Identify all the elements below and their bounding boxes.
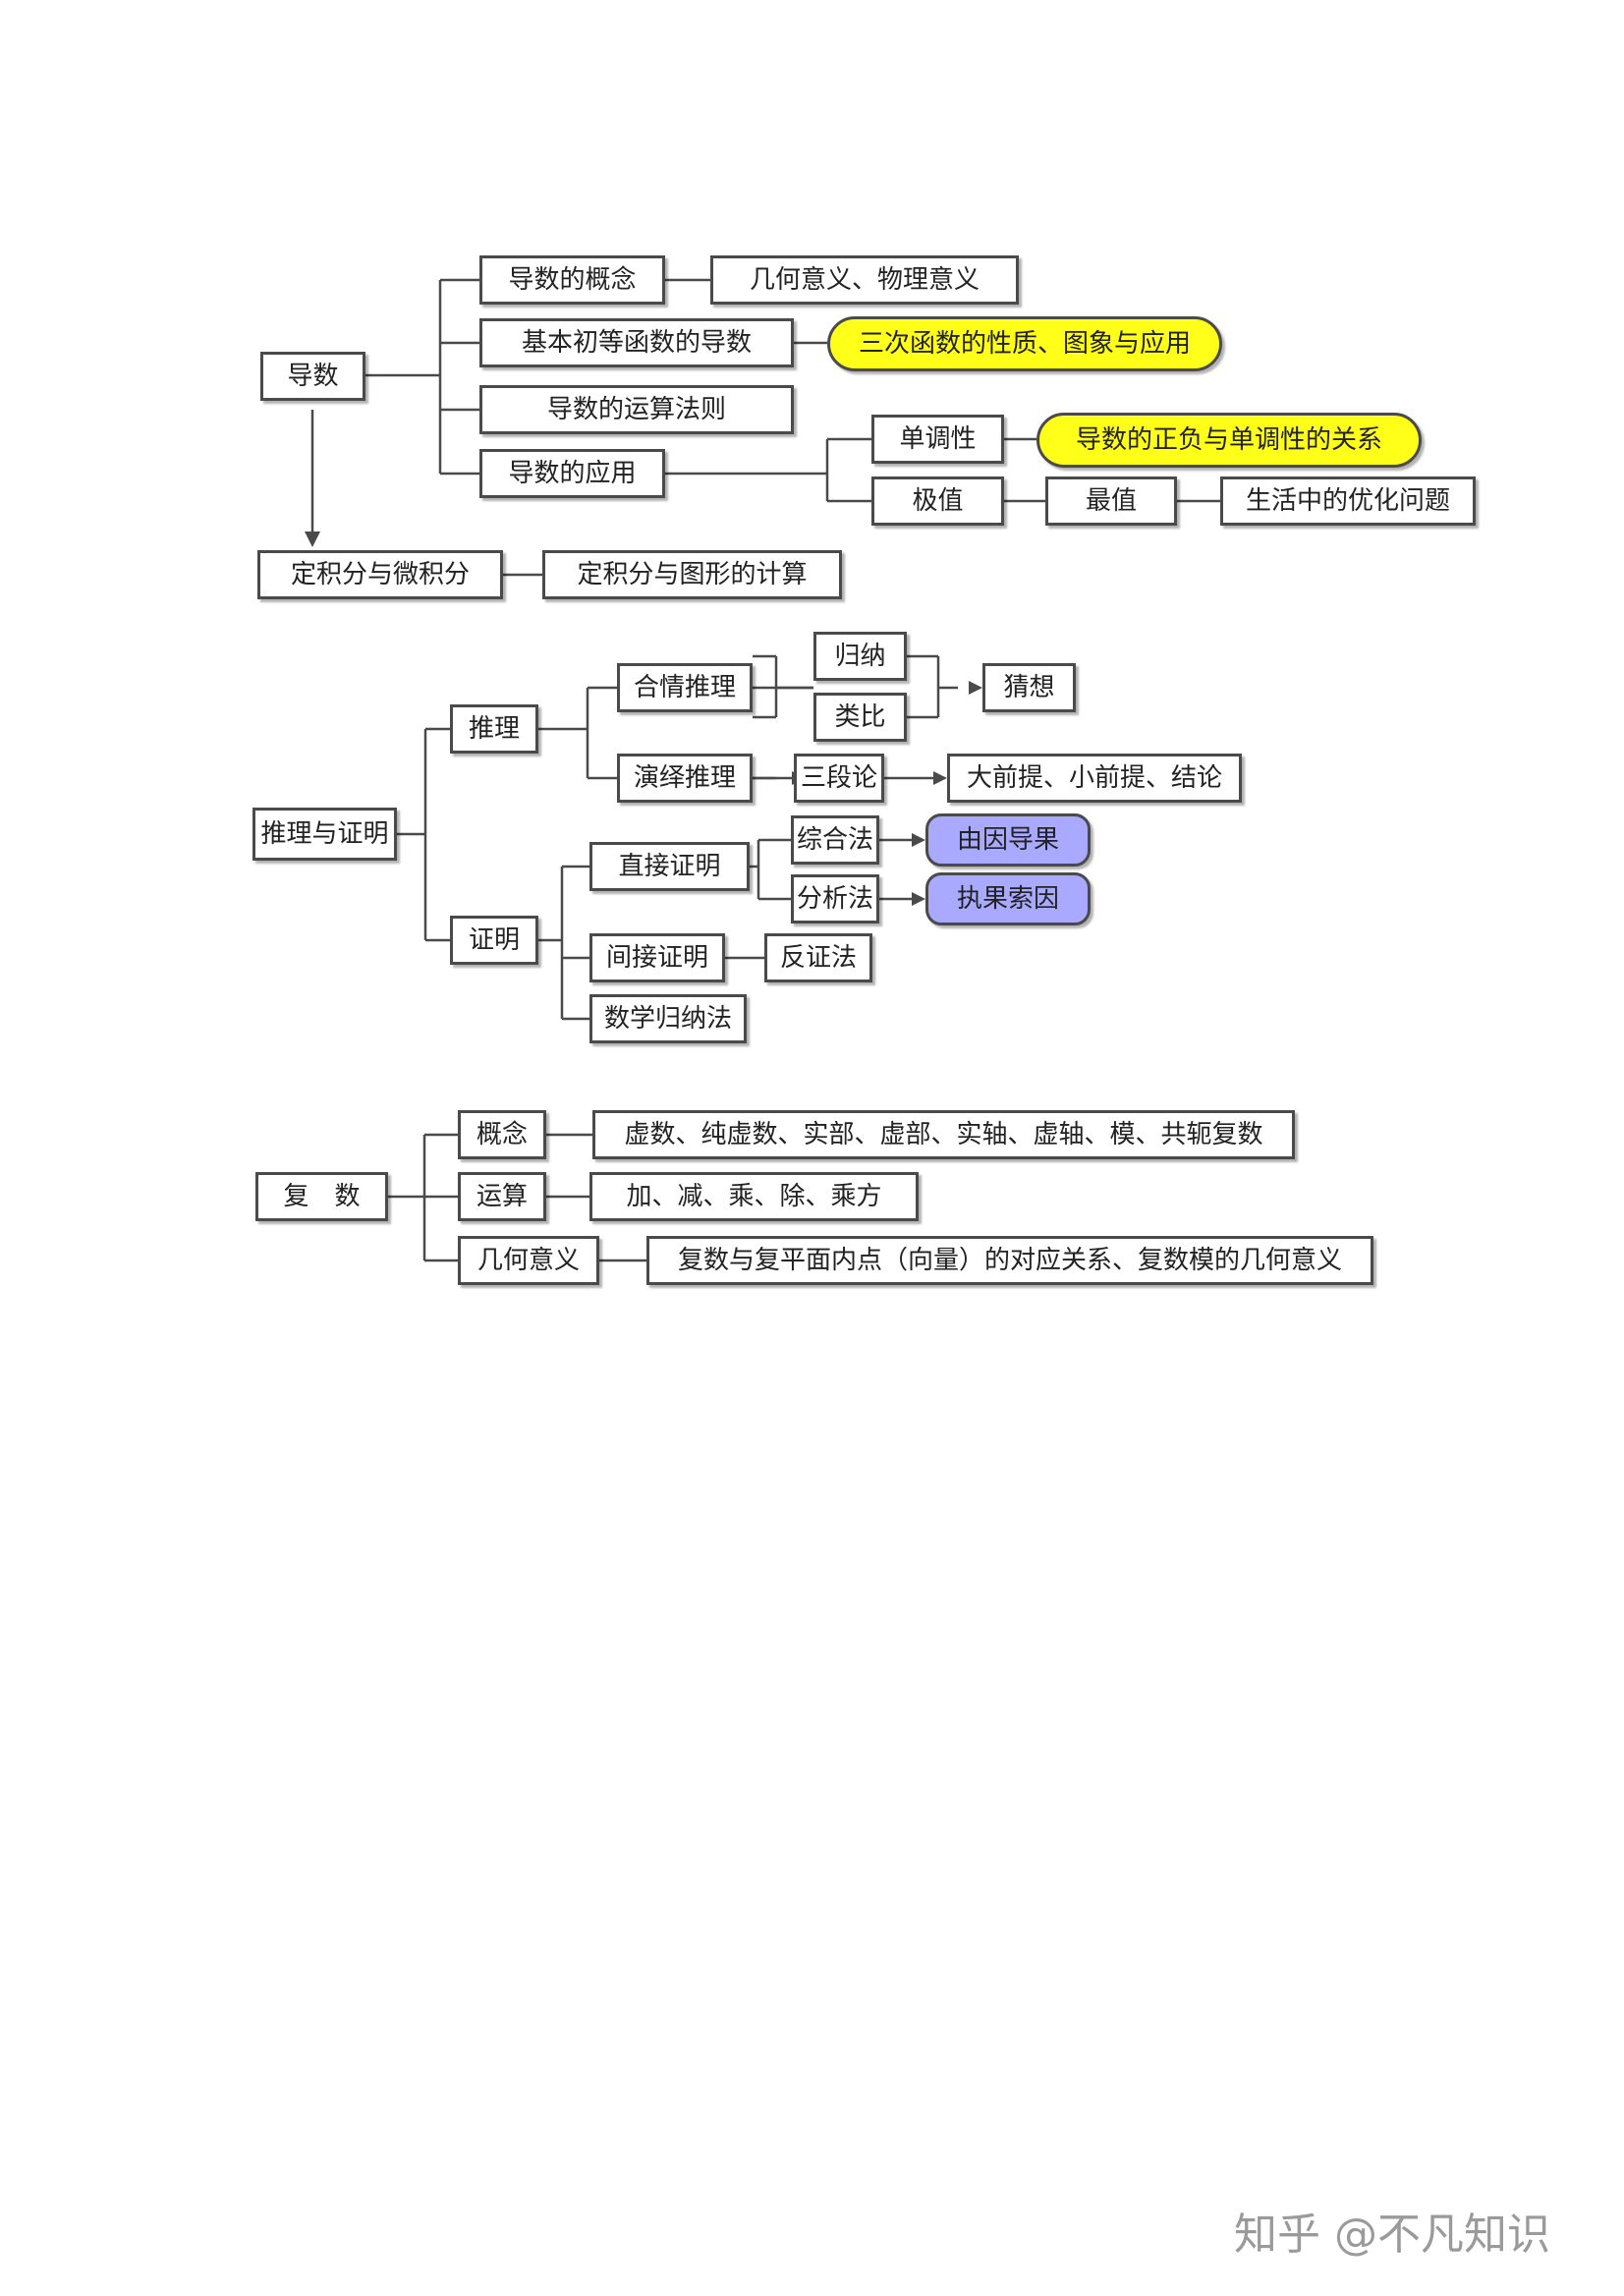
node-derivative-rules: 导数的运算法则 (479, 385, 794, 434)
node-deductive-reasoning: 演绎推理 (617, 754, 753, 803)
node-complex-operation: 运算 (458, 1172, 546, 1221)
node-analogy: 类比 (813, 693, 907, 742)
node-sign-monotonic-relation: 导数的正负与单调性的关系 (1036, 413, 1422, 468)
node-integral-area: 定积分与图形的计算 (542, 550, 842, 599)
node-effect-to-cause: 执果索因 (925, 872, 1091, 925)
node-cause-to-effect: 由因导果 (925, 813, 1091, 867)
node-derivative-concept: 导数的概念 (479, 255, 665, 305)
node-conjecture: 猜想 (982, 663, 1076, 712)
node-direct-proof: 直接证明 (589, 842, 750, 891)
node-derivative-application: 导数的应用 (479, 449, 665, 498)
node-premises-conclusion: 大前提、小前提、结论 (947, 754, 1242, 803)
node-derivative: 导数 (260, 352, 365, 401)
node-induction: 归纳 (813, 632, 907, 681)
node-complex-operation-items: 加、减、乘、除、乘方 (589, 1172, 919, 1221)
node-syllogism: 三段论 (794, 754, 884, 803)
node-proof-by-contradiction: 反证法 (764, 933, 872, 982)
node-complex-numbers: 复 数 (255, 1172, 388, 1221)
node-indirect-proof: 间接证明 (589, 933, 725, 982)
watermark: 知乎 @不凡知识 (1234, 2210, 1550, 2260)
node-basic-function-derivative: 基本初等函数的导数 (479, 318, 794, 367)
node-complex-geometric-items: 复数与复平面内点（向量）的对应关系、复数模的几何意义 (646, 1236, 1373, 1285)
node-complex-geometric: 几何意义 (458, 1236, 599, 1285)
node-monotonicity: 单调性 (871, 415, 1004, 464)
node-cubic-function: 三次函数的性质、图象与应用 (827, 316, 1222, 371)
node-proof: 证明 (450, 916, 538, 965)
node-analytic-method: 分析法 (791, 874, 879, 924)
node-reasoning-and-proof: 推理与证明 (252, 808, 397, 861)
node-complex-concept: 概念 (458, 1110, 546, 1159)
node-definite-integral: 定积分与微积分 (257, 550, 503, 599)
node-reasoning: 推理 (450, 704, 538, 754)
node-mathematical-induction: 数学归纳法 (589, 994, 747, 1043)
node-complex-concept-items: 虚数、纯虚数、实部、虚部、实轴、虚轴、模、共轭复数 (592, 1110, 1295, 1159)
node-optimization-problems: 生活中的优化问题 (1220, 476, 1476, 526)
node-extreme-value: 极值 (871, 476, 1004, 526)
node-max-value: 最值 (1045, 476, 1177, 526)
node-plausible-reasoning: 合情推理 (617, 663, 753, 712)
node-synthetic-method: 综合法 (791, 815, 879, 865)
node-geometric-physical-meaning: 几何意义、物理意义 (710, 255, 1019, 305)
